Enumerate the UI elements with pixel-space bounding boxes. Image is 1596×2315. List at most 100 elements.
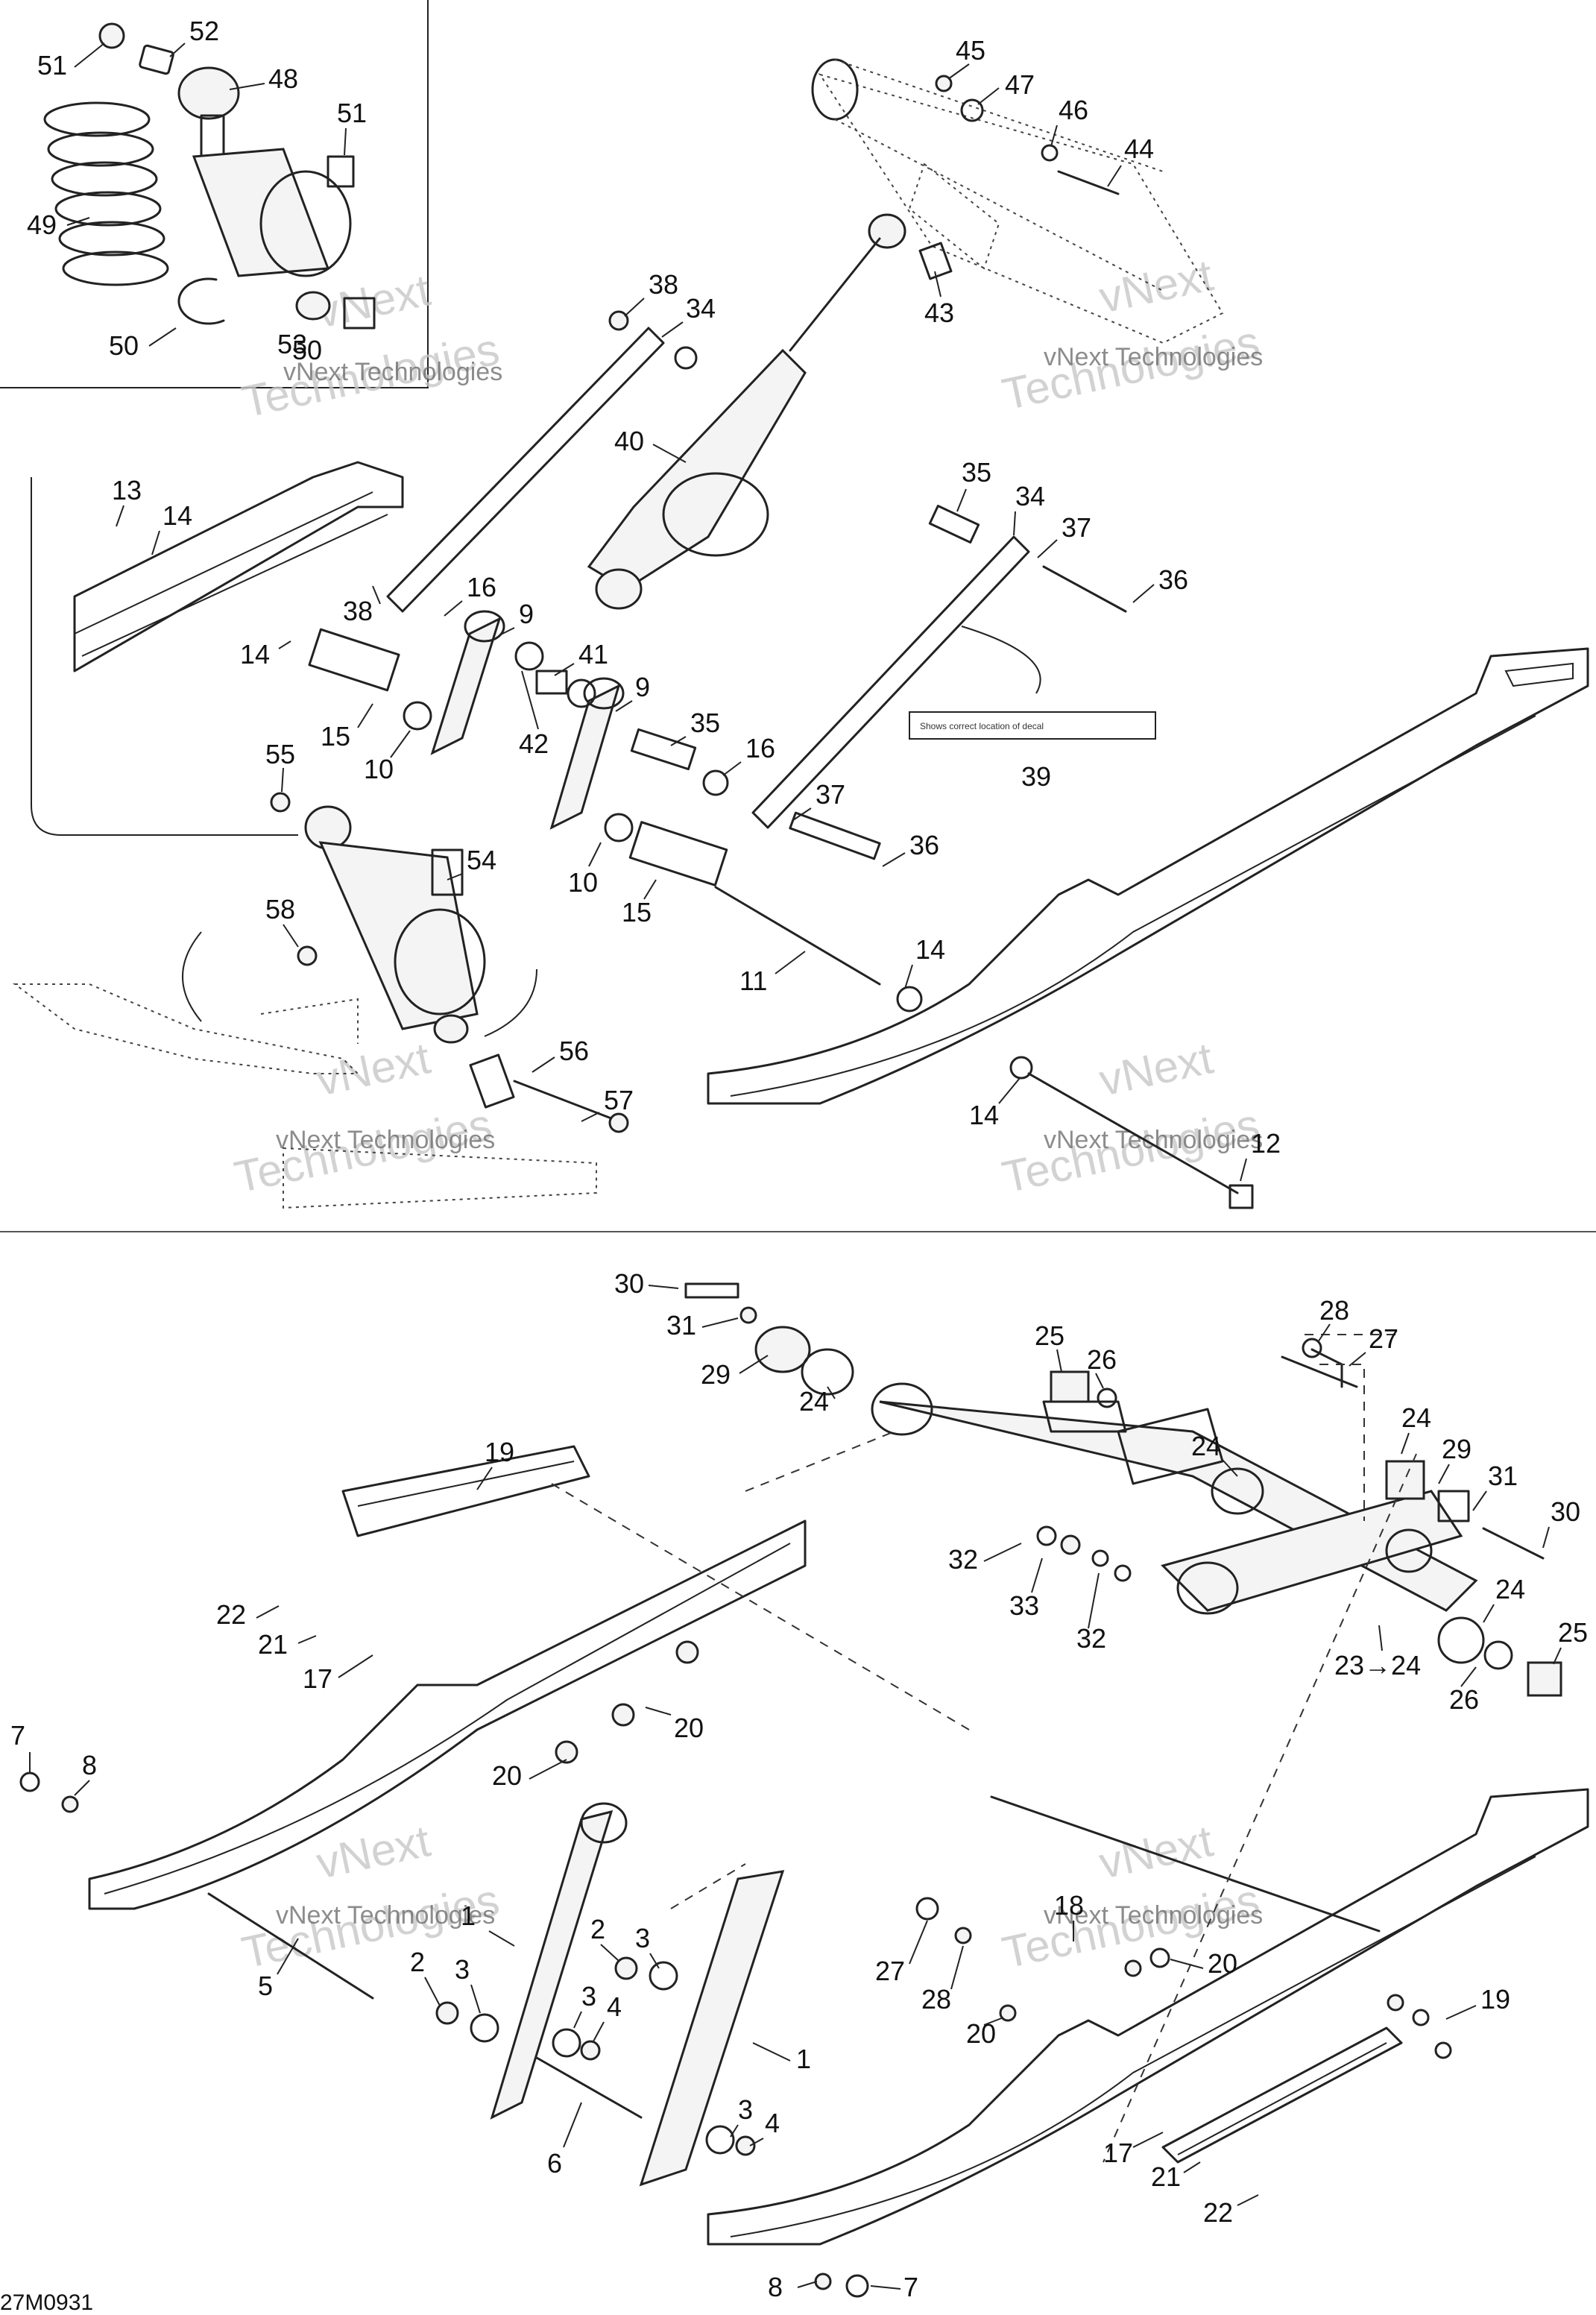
figure-code: 27M0931 bbox=[0, 2290, 93, 2315]
callout: 20 bbox=[1208, 1948, 1237, 1979]
callout: 3 bbox=[738, 2094, 753, 2125]
callout: 21 bbox=[1151, 2161, 1181, 2192]
callout: 28 bbox=[1319, 1295, 1349, 1326]
callout: 32 bbox=[1076, 1623, 1106, 1654]
callout: 34 bbox=[1015, 481, 1045, 511]
front-arm-1 bbox=[490, 1802, 785, 2187]
callout: 33 bbox=[1009, 1590, 1039, 1621]
callout: 12 bbox=[1251, 1128, 1281, 1159]
callout: 24 bbox=[1191, 1431, 1221, 1461]
callouts-lower: 30 31 29 24 25 26 28 27 24 24 29 31 30 1… bbox=[10, 1268, 1588, 2302]
rear-arm-outline bbox=[13, 931, 597, 1209]
callout: 17 bbox=[1103, 2138, 1133, 2168]
callout: 3 bbox=[455, 1954, 470, 1985]
callout: 8 bbox=[768, 2272, 783, 2302]
callout: 22 bbox=[216, 1599, 246, 1630]
callout: 49 bbox=[27, 210, 57, 240]
link-rod-34-right bbox=[751, 505, 1127, 860]
callout: 24 bbox=[1401, 1402, 1431, 1433]
callout: 19 bbox=[1480, 1984, 1510, 2015]
callout: 31 bbox=[666, 1310, 696, 1341]
callout: 2 bbox=[590, 1914, 605, 1944]
callout: 52 bbox=[189, 16, 219, 46]
shock-48 bbox=[177, 66, 352, 321]
callout: 14 bbox=[969, 1100, 999, 1130]
callout: 1 bbox=[461, 1900, 476, 1931]
left-rail-lower bbox=[88, 1445, 807, 1910]
callout: 23→24 bbox=[1334, 1650, 1421, 1681]
callout: 31 bbox=[1488, 1461, 1518, 1491]
callout: 9 bbox=[635, 672, 650, 702]
callout: 9 bbox=[519, 599, 534, 629]
callout: 51 bbox=[337, 98, 367, 128]
callout: 21 bbox=[258, 1629, 288, 1660]
callout: 48 bbox=[268, 63, 298, 94]
callout: 54 bbox=[467, 845, 496, 875]
callout: 36 bbox=[1158, 564, 1188, 595]
callout: 47 bbox=[1005, 69, 1035, 100]
callout: 4 bbox=[765, 2108, 780, 2138]
callout: 37 bbox=[1062, 512, 1091, 543]
callout: 14 bbox=[240, 639, 270, 670]
callouts-upper: 45 47 46 44 38 34 43 40 35 34 37 36 13 1… bbox=[112, 35, 1281, 1182]
callout: 6 bbox=[547, 2148, 562, 2179]
callout: 20 bbox=[674, 1713, 704, 1743]
rod-18 bbox=[990, 1795, 1381, 1933]
callout: 13 bbox=[112, 475, 142, 505]
callout: 8 bbox=[82, 1750, 97, 1780]
callout: 45 bbox=[956, 35, 985, 66]
callout: 2 bbox=[410, 1947, 425, 1977]
watermark-line1: vNext bbox=[1095, 1815, 1217, 1888]
right-rail-upper bbox=[707, 647, 1589, 1105]
callout: 14 bbox=[915, 934, 945, 965]
watermark-line1: vNext bbox=[1095, 250, 1217, 322]
callout: 43 bbox=[924, 297, 954, 328]
rod-6 bbox=[535, 2056, 643, 2119]
callout: 25 bbox=[1035, 1320, 1064, 1351]
callout: 26 bbox=[1449, 1684, 1479, 1715]
callout: 40 bbox=[614, 426, 644, 456]
callout: 41 bbox=[578, 639, 608, 670]
callout: 20 bbox=[966, 2018, 996, 2049]
callout: 57 bbox=[604, 1085, 634, 1115]
callout: 7 bbox=[903, 2272, 918, 2302]
callout: 36 bbox=[909, 830, 939, 860]
watermark-company: vNext Technologies bbox=[1044, 1901, 1263, 1930]
callout: 39 bbox=[1021, 761, 1051, 792]
assembly-lines-lower bbox=[551, 1431, 1417, 2163]
callout: 34 bbox=[686, 293, 716, 324]
callout: 27 bbox=[1369, 1323, 1398, 1354]
callouts-inset: 51 52 48 51 49 50 53 50 bbox=[27, 16, 367, 365]
callout: 20 bbox=[492, 1760, 522, 1791]
callout: 44 bbox=[1124, 133, 1154, 164]
callout: 30 bbox=[1551, 1496, 1580, 1527]
callout: 14 bbox=[163, 500, 192, 531]
callout: 24 bbox=[799, 1386, 829, 1417]
callout: 38 bbox=[649, 269, 678, 300]
watermark-company: vNext Technologies bbox=[1044, 1126, 1263, 1154]
callout: 46 bbox=[1059, 95, 1088, 125]
watermark-company: vNext Technologies bbox=[1044, 343, 1263, 371]
callout: 42 bbox=[519, 728, 549, 759]
callout: 37 bbox=[816, 779, 845, 810]
callout: 27 bbox=[875, 1956, 905, 1986]
watermark-company: vNext Technologies bbox=[283, 358, 502, 386]
callout: 4 bbox=[607, 1991, 622, 2022]
callout: 55 bbox=[265, 739, 295, 769]
callout: 30 bbox=[614, 1268, 644, 1299]
front-arm-assembly bbox=[811, 58, 1224, 344]
callout: 17 bbox=[303, 1663, 332, 1694]
callout: 29 bbox=[1442, 1434, 1472, 1464]
callout: 24 bbox=[1495, 1574, 1525, 1604]
callout: 18 bbox=[1054, 1890, 1084, 1921]
callout: 15 bbox=[321, 721, 350, 752]
bushings-upper bbox=[308, 628, 923, 1012]
rear-shock-assembly bbox=[270, 792, 629, 1133]
callout: 11 bbox=[739, 966, 767, 996]
link-rod-34-left bbox=[386, 310, 698, 613]
decal-text: Shows correct location of decal bbox=[920, 721, 1044, 731]
callout: 22 bbox=[1203, 2197, 1233, 2228]
spring-49 bbox=[43, 101, 169, 286]
callout: 10 bbox=[568, 867, 598, 898]
inset-shock-assembly bbox=[43, 22, 376, 330]
